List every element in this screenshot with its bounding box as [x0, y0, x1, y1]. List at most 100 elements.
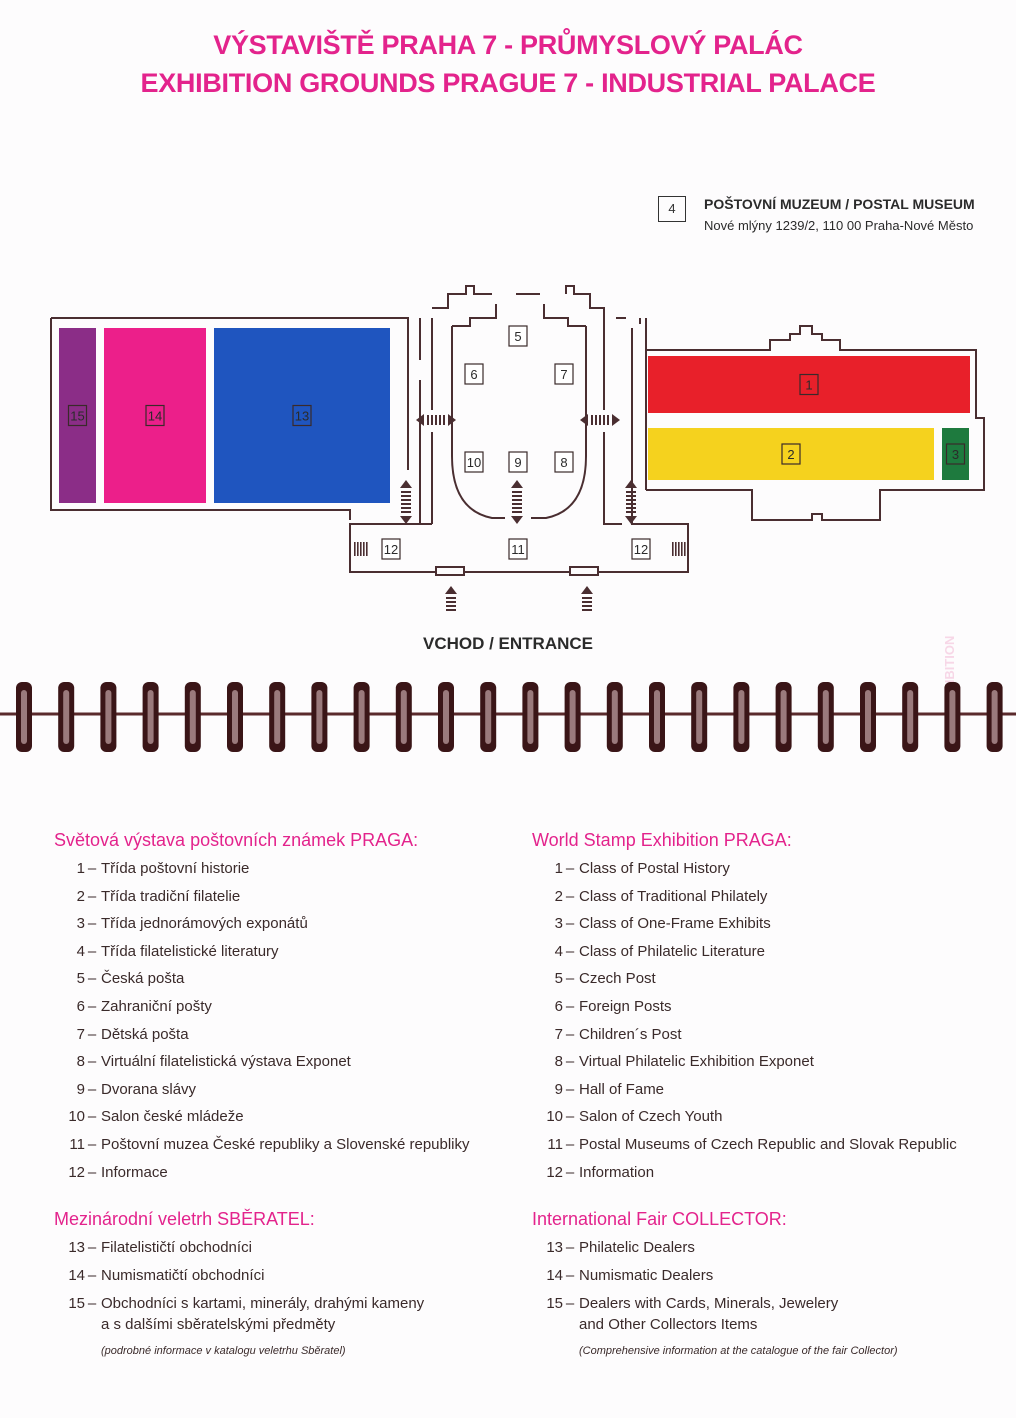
room-label-8: 8: [554, 451, 574, 473]
list-item: 8–Virtual Philatelic Exhibition Exponet: [554, 1053, 814, 1071]
svg-text:5: 5: [514, 329, 521, 344]
list-item: 3–Class of One-Frame Exhibits: [554, 915, 771, 933]
room-label-11: 11: [508, 538, 528, 560]
list-item: 9–Dvorana slávy: [76, 1080, 197, 1098]
arrow-left-icon: [580, 414, 601, 426]
postal-museum-address: Nové mlýny 1239/2, 110 00 Praha-Nové Měs…: [704, 218, 974, 233]
hall-label-14: 14: [145, 404, 165, 427]
room-label-5: 5: [508, 325, 528, 347]
binding-ring: [691, 682, 708, 752]
hall-label-13: 13: [292, 404, 312, 427]
binding-ring: [522, 682, 539, 752]
binding-ring: [58, 682, 75, 752]
stairs-icon: [672, 542, 686, 556]
list-item: 15– Obchodníci s kartami, minerály, drah…: [68, 1295, 425, 1334]
room-label-10: 10: [464, 451, 484, 473]
svg-text:10: 10: [467, 455, 481, 470]
list-item: 7–Children´s Post: [554, 1025, 682, 1043]
arrow-down-icon: [511, 499, 523, 524]
list-item: 1–Třída poštovní historie: [76, 860, 250, 877]
entrance-label: VCHOD / ENTRANCE: [422, 634, 593, 653]
legend-czech: Světová výstava poštovních známek PRAGA:…: [54, 830, 524, 1357]
stairs-icon: [354, 542, 368, 556]
list-item: 10–Salon of Czech Youth: [546, 1108, 723, 1126]
arrow-up-icon: [400, 480, 412, 505]
arrow-right-icon: [599, 414, 620, 426]
svg-text:2: 2: [787, 447, 794, 462]
binding-ring: [480, 682, 497, 752]
svg-text:8: 8: [560, 455, 567, 470]
binding-ring: [395, 682, 412, 752]
list-item: 6–Zahraniční pošty: [76, 997, 212, 1015]
binding-ring: [438, 682, 454, 752]
list-item: 12–Informace: [68, 1163, 168, 1181]
arrow-down-icon: [400, 499, 412, 524]
central-arch-right: [531, 326, 587, 519]
binding-ring: [775, 682, 792, 752]
postal-museum-title: POŠTOVNÍ MUZEUM / POSTAL MUSEUM: [704, 196, 975, 212]
legend-english: World Stamp Exhibition PRAGA: 1–Class of…: [532, 830, 1002, 1357]
hall-14: [104, 328, 206, 503]
list-item: 5–Czech Post: [554, 970, 656, 988]
list-item: 13–Philatelic Dealers: [546, 1239, 695, 1257]
svg-text:9: 9: [514, 455, 521, 470]
svg-text:15: 15: [70, 409, 84, 424]
binding-ring: [227, 682, 243, 752]
hall-1: [648, 356, 970, 413]
list-item: 1–Class of Postal History: [554, 860, 730, 877]
room-label-6: 6: [464, 363, 484, 385]
list-item: 13–Filatelističtí obchodníci: [68, 1239, 252, 1257]
title-english: EXHIBITION GROUNDS PRAGUE 7 - INDUSTRIAL…: [140, 68, 876, 98]
arrow-right-icon: [435, 414, 456, 426]
left-wing-outline: [50, 317, 409, 520]
binding-ring: [353, 682, 370, 752]
hall-label-2: 2: [781, 443, 801, 465]
binding-ring: [16, 682, 32, 752]
svg-text:6: 6: [470, 367, 477, 382]
list-item: 11–Poštovní muzea České republiky a Slov…: [69, 1135, 470, 1153]
svg-text:3: 3: [952, 447, 959, 462]
entrance-arrow-icon: [445, 586, 457, 611]
room-label-12: 12: [381, 538, 401, 560]
binding-ring: [100, 682, 117, 752]
hall-label-3: 3: [945, 443, 966, 465]
arrow-up-icon: [511, 480, 523, 505]
central-arch-top: [452, 304, 586, 327]
svg-text:12: 12: [634, 542, 648, 557]
list-item: 12–Information: [546, 1163, 655, 1181]
binding-ring: [733, 682, 750, 752]
hall-13: [214, 328, 390, 503]
list-item: 9–Hall of Fame: [554, 1080, 665, 1098]
list-item: 15– Dealers with Cards, Minerals, Jewele…: [546, 1295, 839, 1334]
entrance-arrow-icon: [581, 586, 593, 611]
binding-ring: [606, 682, 623, 752]
binding-ring: [184, 682, 201, 752]
binding-ring: [817, 682, 834, 752]
binding-ring: [860, 682, 876, 752]
right-corridor: [603, 318, 622, 525]
legend-english-note: (Comprehensive information at the catalo…: [579, 1345, 898, 1358]
binding-ring: [944, 682, 961, 752]
list-item: 4–Třída filatelistické literatury: [76, 942, 279, 960]
hall-label-1: 1: [799, 373, 819, 396]
list-item: 7–Dětská pošta: [76, 1025, 189, 1043]
list-item: 11–Postal Museums of Czech Republic and …: [547, 1135, 957, 1153]
list-item: 8–Virtuální filatelistická výstava Expon…: [76, 1053, 351, 1071]
legend-czech-heading-praga: Světová výstava poštovních známek PRAGA:: [54, 830, 419, 850]
legend-english-heading-collector: International Fair COLLECTOR:: [532, 1209, 787, 1230]
svg-text:14: 14: [148, 409, 162, 424]
binding-ring: [902, 682, 919, 752]
svg-text:7: 7: [560, 367, 567, 382]
binding-ring: [986, 682, 1003, 752]
binding-ring: [311, 682, 328, 752]
list-item: 6–Foreign Posts: [554, 997, 672, 1015]
legend-english-heading-praga: World Stamp Exhibition PRAGA:: [532, 830, 792, 850]
arrow-down-icon: [625, 499, 637, 524]
title-czech: VÝSTAVIŠTĚ PRAHA 7 - PRŮMYSLOVÝ PALÁC: [213, 30, 803, 60]
hall-15: [59, 328, 96, 503]
central-arch-left: [451, 326, 505, 519]
center-hall-outline: [349, 318, 689, 573]
spiral-binding: [0, 682, 1016, 752]
legend-czech-note: (podrobné informace v katalogu veletrhu …: [101, 1345, 346, 1358]
